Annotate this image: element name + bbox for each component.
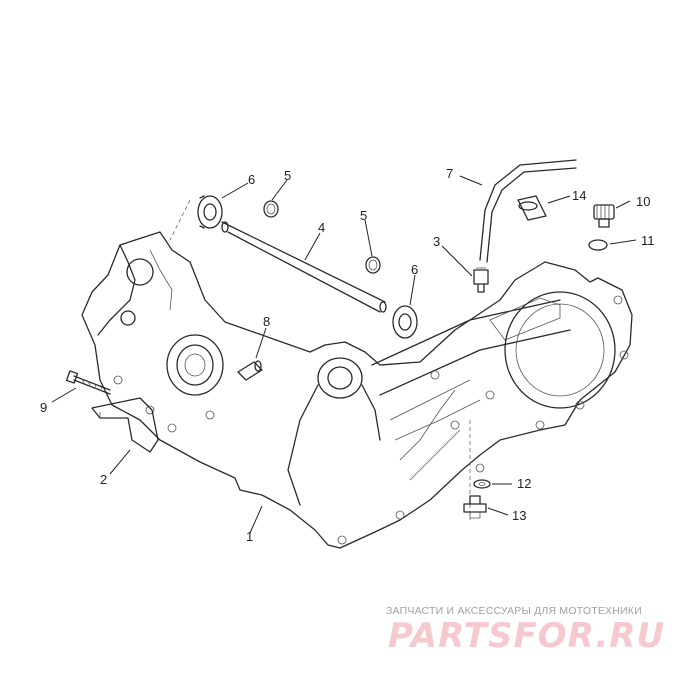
seal-ring-5-left [263,200,279,218]
washer-12 [473,479,491,489]
watermark-logo: PARTSFOR.RU [388,616,666,656]
hose-7 [479,159,577,263]
callout-8: 8 [263,314,270,329]
callout-3: 3 [433,234,440,249]
bearing-6-right [392,305,418,339]
leader-lines [51,175,637,534]
seal-ring-5-right [365,256,381,274]
callout-13: 13 [512,508,526,523]
callout-5-lower: 5 [360,208,367,223]
sleeve-14 [517,195,547,221]
callout-6-upper: 6 [248,172,255,187]
callout-1: 1 [246,529,253,544]
drain-bolt-13 [463,495,487,519]
callout-12: 12 [517,476,531,491]
callout-9: 9 [40,400,47,415]
shaft-4 [221,221,387,313]
callout-4: 4 [318,220,325,235]
bolt-9 [65,370,111,395]
callout-labels: 1 2 3 4 5 5 6 6 7 8 9 10 11 12 13 14 [40,166,655,544]
o-ring-11 [588,239,608,251]
mounting-bracket [91,397,159,453]
bearing-6-left [197,195,223,229]
callout-10: 10 [636,194,650,209]
bushing-8 [237,360,263,381]
callout-6-lower: 6 [411,262,418,277]
watermark-caption: ЗАПЧАСТИ И АКСЕССУАРЫ ДЛЯ МОТОТЕХНИКИ [386,605,642,617]
fitting-3 [473,267,489,293]
callout-11: 11 [641,233,655,248]
callout-2: 2 [100,472,107,487]
callout-5-upper: 5 [284,168,291,183]
callout-7: 7 [446,166,453,181]
crankcase-housing [81,199,633,549]
callout-14: 14 [572,188,586,203]
filler-plug-10 [593,204,615,228]
